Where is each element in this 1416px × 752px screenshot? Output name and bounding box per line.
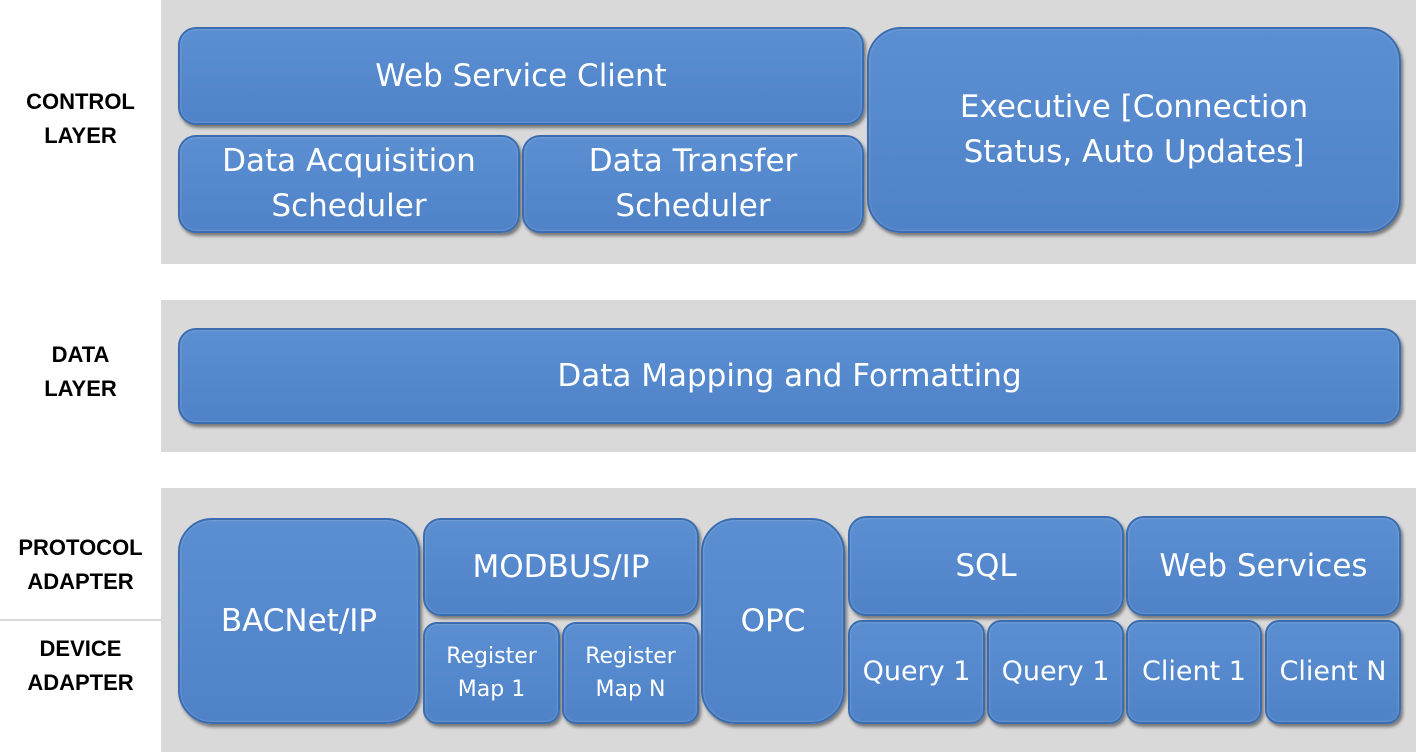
label-divider	[0, 619, 161, 621]
bacnet-box: BACNet/IP	[178, 518, 420, 724]
data-acquisition-scheduler-box: Data Acquisition Scheduler	[178, 135, 520, 233]
register-map-1-box: Register Map 1	[423, 622, 560, 724]
data-mapping-box: Data Mapping and Formatting	[178, 328, 1401, 424]
client-n-box: Client N	[1265, 620, 1401, 724]
executive-box: Executive [Connection Status, Auto Updat…	[867, 27, 1401, 233]
web-services-box: Web Services	[1126, 516, 1401, 616]
query-1-box-b: Query 1	[987, 620, 1124, 724]
client-1-box: Client 1	[1126, 620, 1262, 724]
web-service-client-box: Web Service Client	[178, 27, 864, 125]
device-adapter-label: DEVICE ADAPTER	[27, 636, 134, 695]
protocol-adapter-label: PROTOCOL ADAPTER	[18, 535, 143, 594]
sql-box: SQL	[848, 516, 1124, 616]
register-map-n-box: Register Map N	[562, 622, 699, 724]
data-transfer-scheduler-box: Data Transfer Scheduler	[522, 135, 864, 233]
control-layer-label: CONTROL LAYER	[26, 89, 135, 148]
data-layer-label: DATA LAYER	[44, 342, 117, 401]
query-1-box-a: Query 1	[848, 620, 985, 724]
opc-box: OPC	[701, 518, 845, 724]
modbus-box: MODBUS/IP	[423, 518, 699, 616]
